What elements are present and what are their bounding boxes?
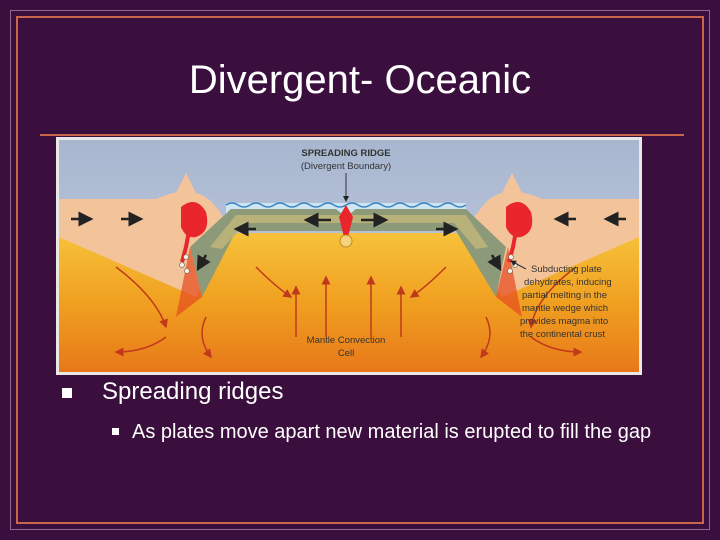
diagram-heading: SPREADING RIDGE <box>301 148 390 159</box>
diagram-subheading: (Divergent Boundary) <box>301 161 391 172</box>
subduct-label-line1: Subducting plate <box>531 264 602 275</box>
title-divider <box>40 134 684 136</box>
subduct-label-line3: partial melting in the <box>522 290 607 301</box>
convection-label-line2: Cell <box>338 348 354 359</box>
subduct-label-line4: mantle wedge which <box>522 303 608 314</box>
bullet-text: Spreading ridges <box>102 378 284 405</box>
slide-title: Divergent- Oceanic <box>188 58 532 102</box>
subduct-label-line6: the continental crust <box>520 329 605 340</box>
slide-inner-border <box>16 16 704 524</box>
sub-bullet-text: As plates move apart new material is eru… <box>132 421 652 443</box>
bullet-square-icon <box>62 388 72 398</box>
convection-label-line1: Mantle Convection <box>307 335 386 346</box>
spreading-ridge-diagram: SPREADING RIDGE (Divergent Boundary) Man… <box>56 137 642 375</box>
slide-outer-border <box>10 10 710 530</box>
sub-bullet-square-icon <box>112 428 119 435</box>
subduct-label-line5: provides magma into <box>520 316 608 327</box>
subduct-label-line2: dehydrates, inducing <box>524 277 612 288</box>
